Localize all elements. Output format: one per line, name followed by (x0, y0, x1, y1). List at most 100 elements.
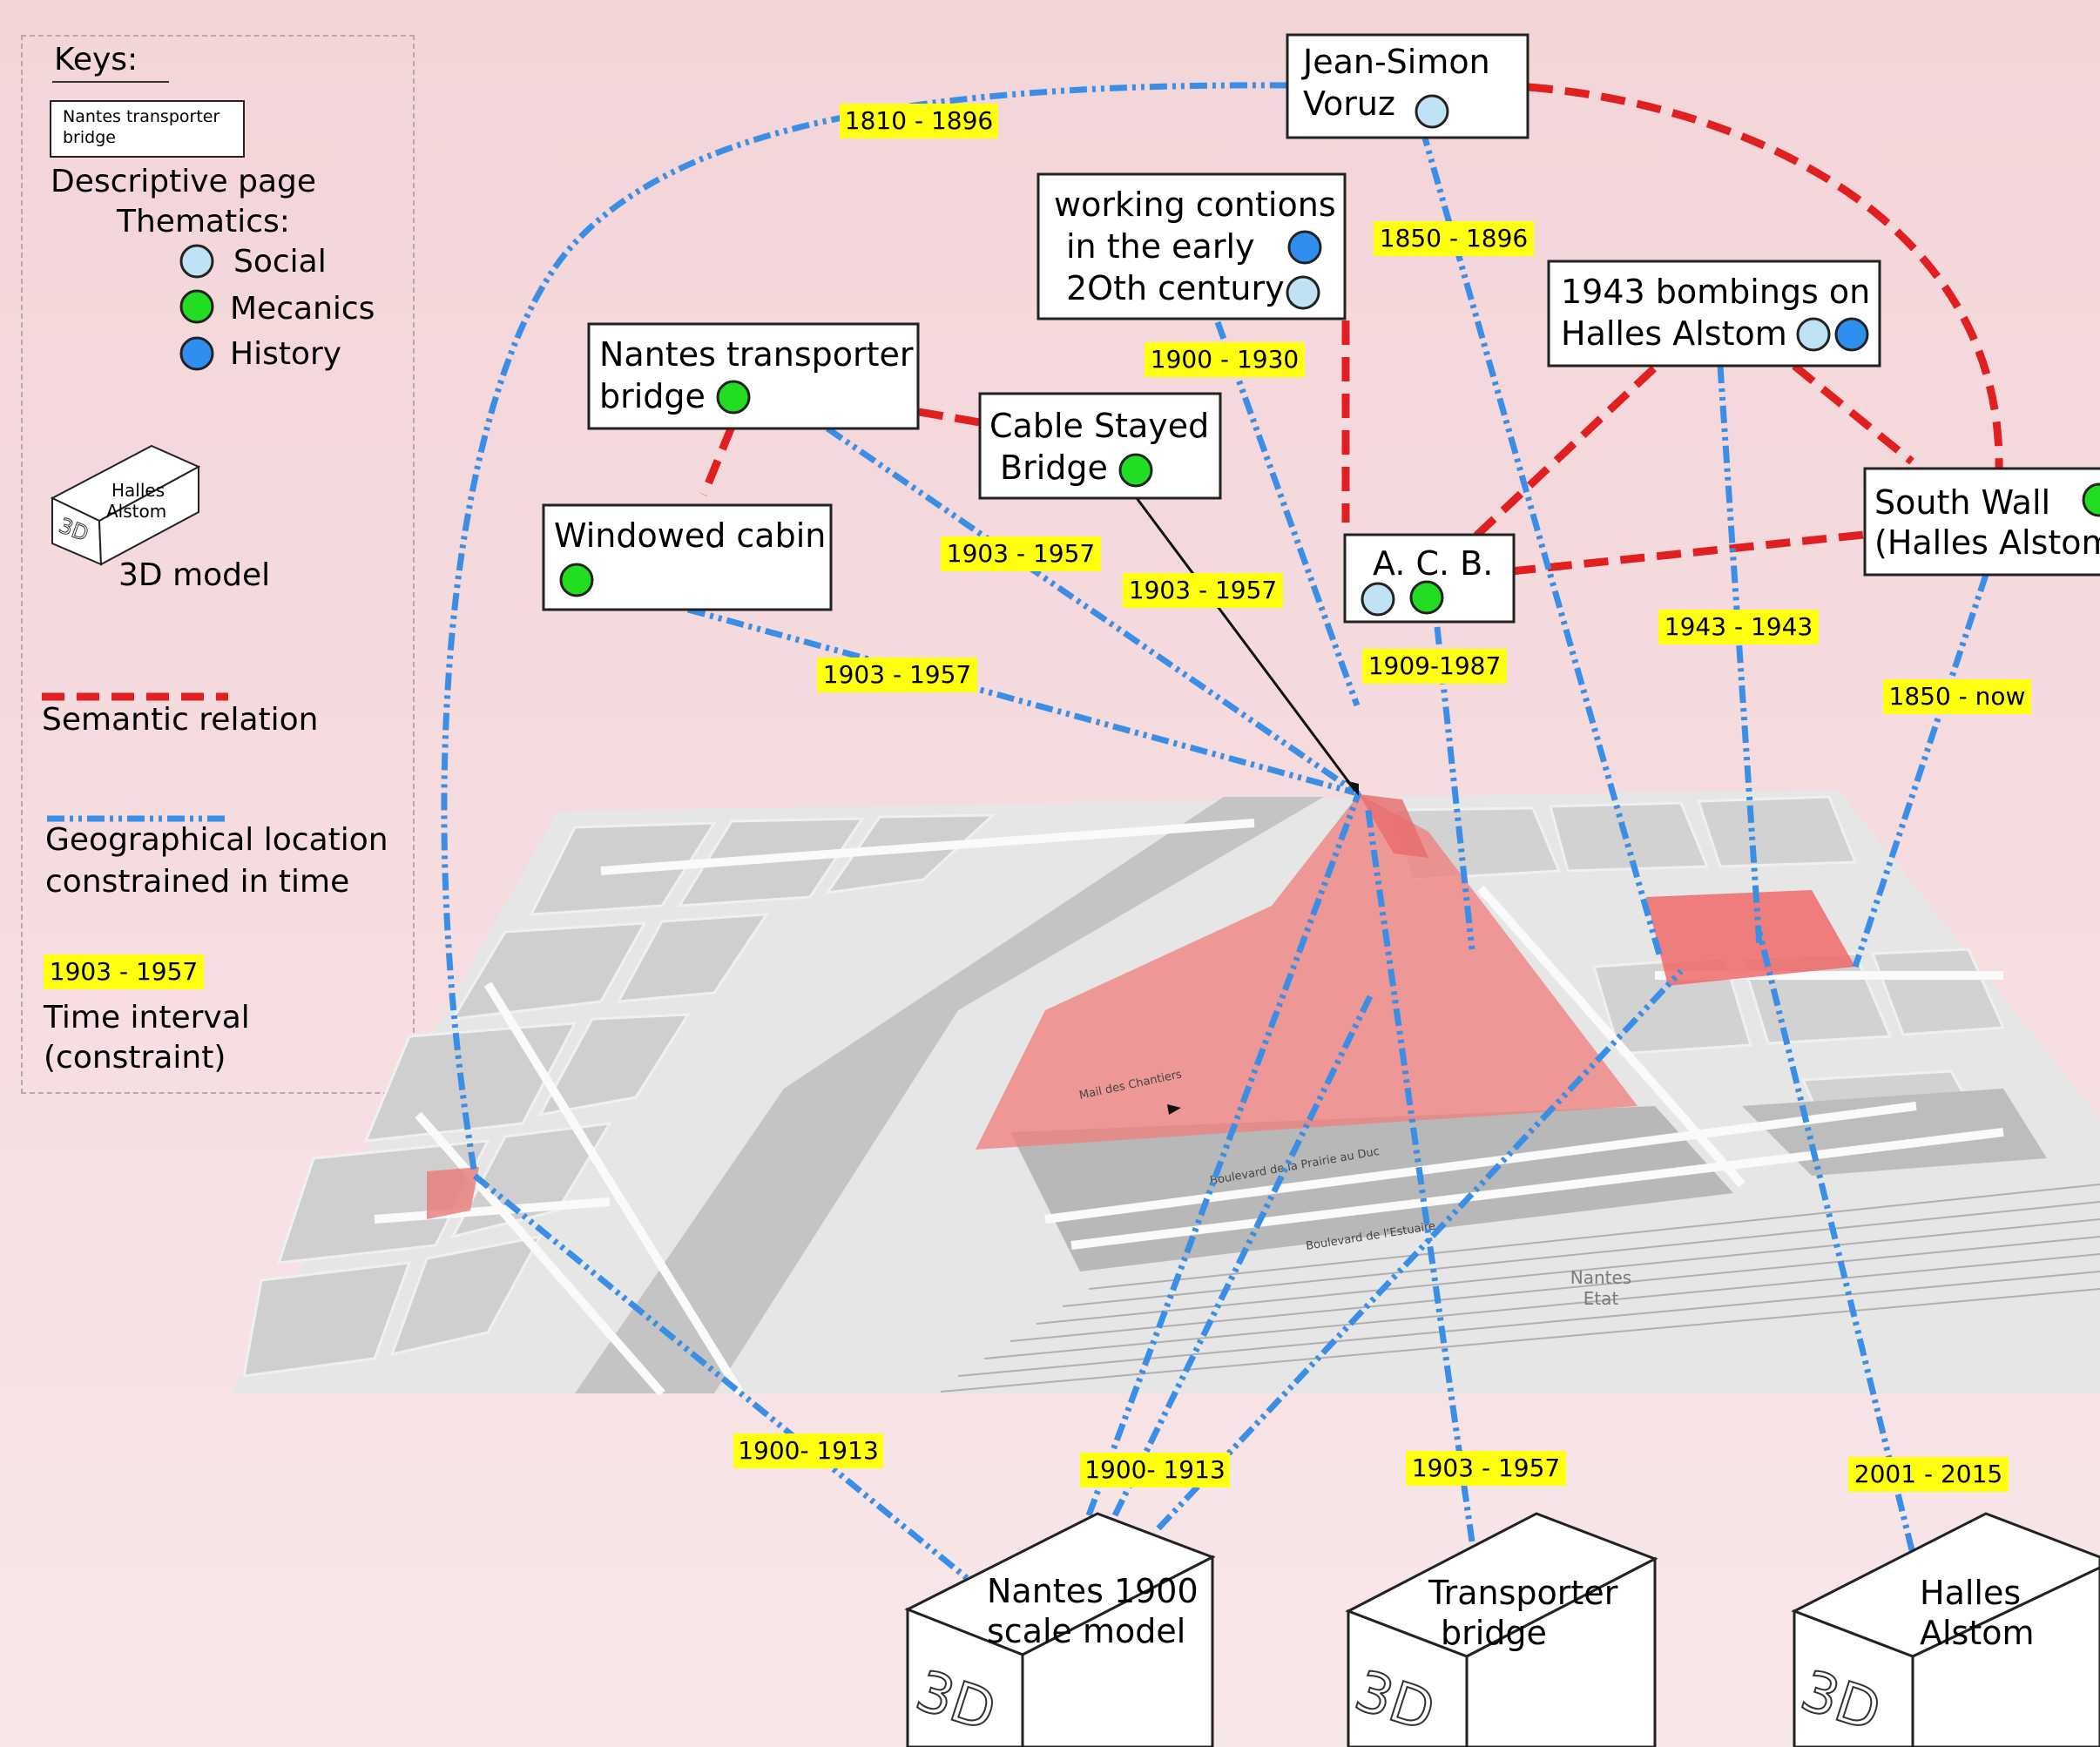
legend-time-sample: 1903 - 1957 (50, 957, 198, 986)
legend-title: Keys: (54, 42, 138, 78)
time-label: 1810 - 1896 (845, 106, 993, 135)
page-box-voruz[interactable]: Jean-Simon Voruz (1286, 33, 1529, 139)
social-icon (1286, 275, 1320, 310)
legend-sample-box (50, 100, 245, 158)
geo-model1900-a (1085, 791, 1362, 1517)
page-box-working-conditions[interactable]: working contions in the early 2Oth centu… (1036, 172, 1347, 320)
time-label: 1850 - 1896 (1380, 224, 1528, 253)
time-label: 1909-1987 (1368, 651, 1502, 680)
geo-working-nefs (1214, 320, 1361, 707)
legend-time-2: (constraint) (44, 1040, 226, 1076)
social-icon (1796, 317, 1831, 352)
geo-voruz-halles (1419, 128, 1663, 955)
geographic-links (441, 82, 1989, 1581)
legend-time-1: Time interval (43, 1000, 250, 1035)
model-label: Nantes 1900 (987, 1572, 1199, 1610)
mecanics-icon (2082, 482, 2100, 517)
geo-halles (1756, 931, 1915, 1551)
legend-cube-line1: Halles (111, 480, 165, 501)
page-title: bridge (599, 377, 706, 415)
model-transporter-bridge[interactable]: Transporter bridge 3D (1345, 1512, 1658, 1747)
page-title: Nantes transporter (599, 335, 914, 374)
history-icon (179, 336, 214, 371)
page-box-south-wall[interactable]: South Wall (Halles Alstom (1863, 467, 2100, 577)
page-title: Cable Stayed (989, 407, 1209, 445)
time-label: 1850 - now (1889, 682, 2026, 711)
page-title: 1943 bombings on (1561, 273, 1870, 311)
mecanics-icon (716, 380, 751, 415)
page-title: 2Oth century (1066, 269, 1285, 307)
page-title: Jean-Simon (1301, 43, 1490, 81)
legend-semantic: Semantic relation (42, 702, 318, 738)
time-label: 1903 - 1957 (1412, 1454, 1560, 1482)
model-label: Transporter (1428, 1574, 1618, 1612)
page-title: Halles Alstom (1561, 314, 1787, 353)
legend-geo-1: Geographical location (45, 822, 388, 858)
page-box-acb[interactable]: A. C. B. (1343, 533, 1516, 624)
semantic-voruz-southwall (1528, 83, 2003, 471)
geo-model1900-b (1111, 991, 1375, 1517)
legend-theme-label: Mecanics (230, 291, 375, 327)
legend-cube-line2: Alstom (106, 501, 166, 522)
semantic-bridge-cabin (699, 425, 736, 496)
geo-model1900-west (472, 1173, 969, 1581)
model-label: bridge (1441, 1614, 1547, 1652)
mecanics-icon (559, 563, 594, 597)
page-box-nantes-transporter-bridge[interactable]: Nantes transporter bridge (587, 322, 920, 430)
page-title: A. C. B. (1373, 544, 1493, 583)
semantic-relations (699, 83, 2003, 576)
time-label: 1900- 1913 (738, 1436, 879, 1465)
model-halles-alstom[interactable]: Halles Alstom 3D (1791, 1512, 2100, 1747)
geo-bombings-site (1717, 365, 1763, 946)
page-box-1943-bombings[interactable]: 1943 bombings on Halles Alstom (1547, 260, 1881, 368)
legend-theme-label: Social (233, 244, 327, 280)
time-label: 2001 - 2015 (1854, 1460, 2002, 1488)
page-title: working contions (1054, 185, 1336, 224)
time-label: 1903 - 1957 (1129, 576, 1277, 604)
mecanics-icon (1118, 453, 1153, 488)
history-icon (1287, 230, 1322, 265)
legend-geo-2: constrained in time (45, 864, 349, 900)
time-label: 1903 - 1957 (823, 660, 971, 689)
mecanics-icon (179, 289, 214, 324)
mecanics-icon (1409, 580, 1444, 615)
geo-southwall-site (1852, 573, 1989, 968)
page-title: South Wall (1874, 483, 2050, 522)
legend-descriptive-page: Descriptive page (51, 164, 316, 199)
page-box-cable-stayed-bridge[interactable]: Cable Stayed Bridge (978, 392, 1222, 500)
page-box-windowed-cabin[interactable]: Windowed cabin (542, 503, 833, 611)
social-icon (1415, 94, 1449, 129)
page-title: Windowed cabin (554, 516, 826, 555)
semantic-bridge-cable (918, 408, 981, 427)
time-label: 1943 - 1943 (1664, 612, 1813, 641)
semantic-bombings-southwall (1792, 362, 1914, 465)
time-label: 1903 - 1957 (947, 539, 1095, 568)
model-nantes-1900[interactable]: Nantes 1900 scale model 3D (904, 1512, 1216, 1747)
page-title: Voruz (1303, 84, 1395, 123)
legend-sample-line2: bridge (63, 128, 116, 147)
legend-time-sample-bg (44, 954, 204, 989)
geo-cabin-site (687, 606, 1355, 796)
semantic-acb-southwall (1510, 530, 1865, 576)
time-labels: 1810 - 1896 1850 - 1896 1900 - 1930 1903… (733, 104, 2031, 1492)
page-title: Bridge (1000, 449, 1108, 487)
time-label: 1900- 1913 (1084, 1455, 1226, 1484)
social-icon (1361, 582, 1395, 617)
geo-transporter (1364, 805, 1475, 1542)
geo-bridge-site (826, 426, 1361, 797)
social-icon (179, 244, 214, 279)
history-icon (1834, 317, 1869, 352)
legend-theme-label: History (230, 336, 341, 372)
legend-3d-model: 3D model (118, 557, 270, 593)
time-label: 1900 - 1930 (1151, 345, 1299, 374)
cable-arrow (1135, 497, 1359, 1115)
semantic-acb-bombings (1473, 364, 1658, 539)
legend-thematics: Thematics: (116, 204, 290, 239)
city-map: Nantes Etat Boulevard de l'Estuaire Boul… (231, 789, 2100, 1397)
legend-panel (21, 35, 415, 1094)
model-label: Halles (1920, 1574, 2021, 1612)
model-label: Alstom (1920, 1614, 2035, 1652)
model-label: scale model (987, 1612, 1185, 1650)
legend: Keys: Nantes transporter bridge Descript… (42, 42, 388, 1076)
